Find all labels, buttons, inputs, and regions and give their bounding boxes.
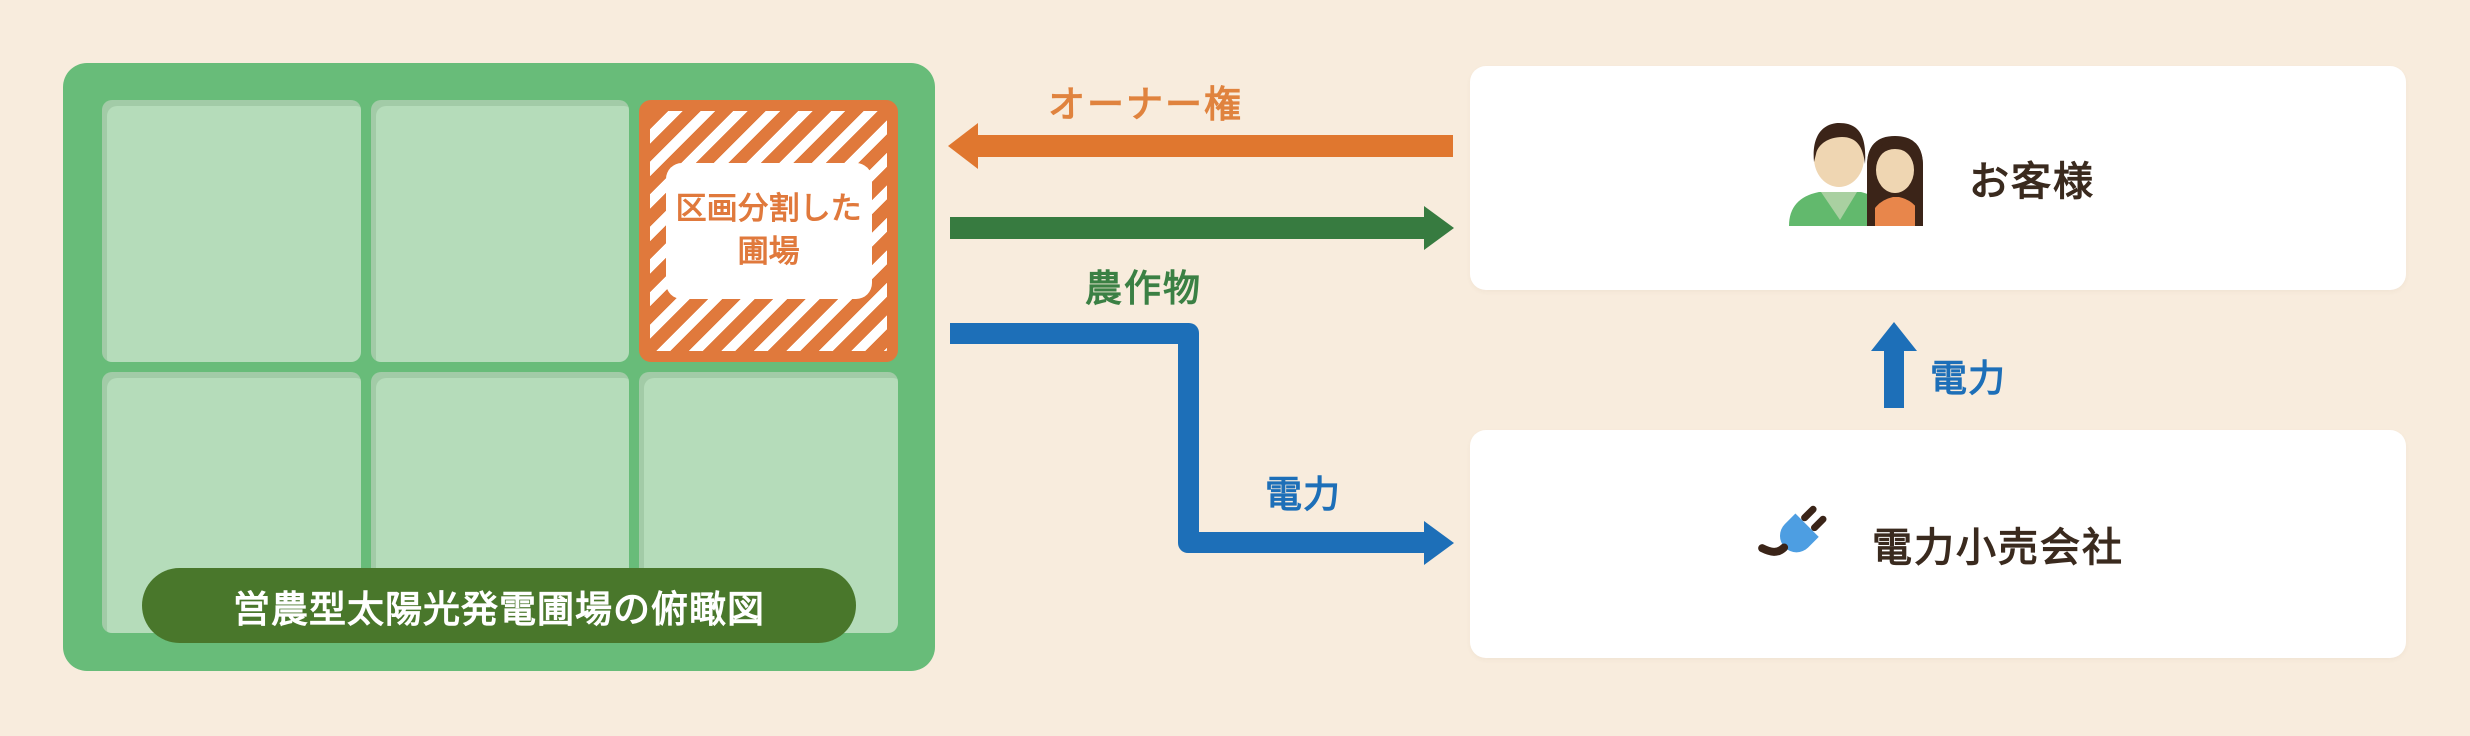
customer-label: お客様 — [1969, 160, 2095, 204]
crops-arrow-head-right-icon — [1424, 206, 1454, 250]
retailer-box: 電力小売会社 — [1470, 430, 2406, 658]
divided-plot-label-line2: 圃場 — [737, 233, 800, 269]
power-arrow-segment — [950, 323, 1178, 344]
field-cell — [102, 100, 361, 362]
couple-icon — [1781, 120, 1933, 236]
crops-flow-label: 農作物 — [1085, 268, 1202, 309]
owner-arrow-body — [976, 135, 1453, 157]
power-to-retailer-label: 電力 — [1265, 474, 1341, 515]
field-grid: 区画分割した 圃場 — [102, 100, 898, 633]
power-to-customer-label: 電力 — [1930, 358, 2006, 399]
power-arrow-segment — [1199, 532, 1424, 553]
power-up-arrow-head-icon — [1871, 322, 1917, 351]
field-caption: 営農型太陽光発電圃場の俯瞰図 — [142, 568, 856, 643]
retailer-label: 電力小売会社 — [1872, 526, 2124, 570]
divided-plot-label: 区画分割した 圃場 — [665, 162, 872, 299]
field-panel: 区画分割した 圃場 営農型太陽光発電圃場の俯瞰図 — [63, 63, 935, 671]
owner-flow-label: オーナー権 — [1048, 84, 1243, 125]
divided-plot-label-line1: 区画分割した — [675, 190, 862, 226]
field-cell — [370, 100, 630, 362]
power-arrow-head-right-icon — [1424, 521, 1454, 565]
crops-arrow-body — [950, 217, 1426, 239]
plug-icon — [1752, 495, 1836, 593]
field-cell-highlighted: 区画分割した 圃場 — [639, 100, 898, 362]
power-up-arrow-shaft — [1884, 350, 1904, 408]
customer-box: お客様 — [1470, 66, 2406, 290]
owner-arrow-head-left-icon — [948, 123, 978, 169]
power-arrow-segment — [1178, 323, 1199, 553]
